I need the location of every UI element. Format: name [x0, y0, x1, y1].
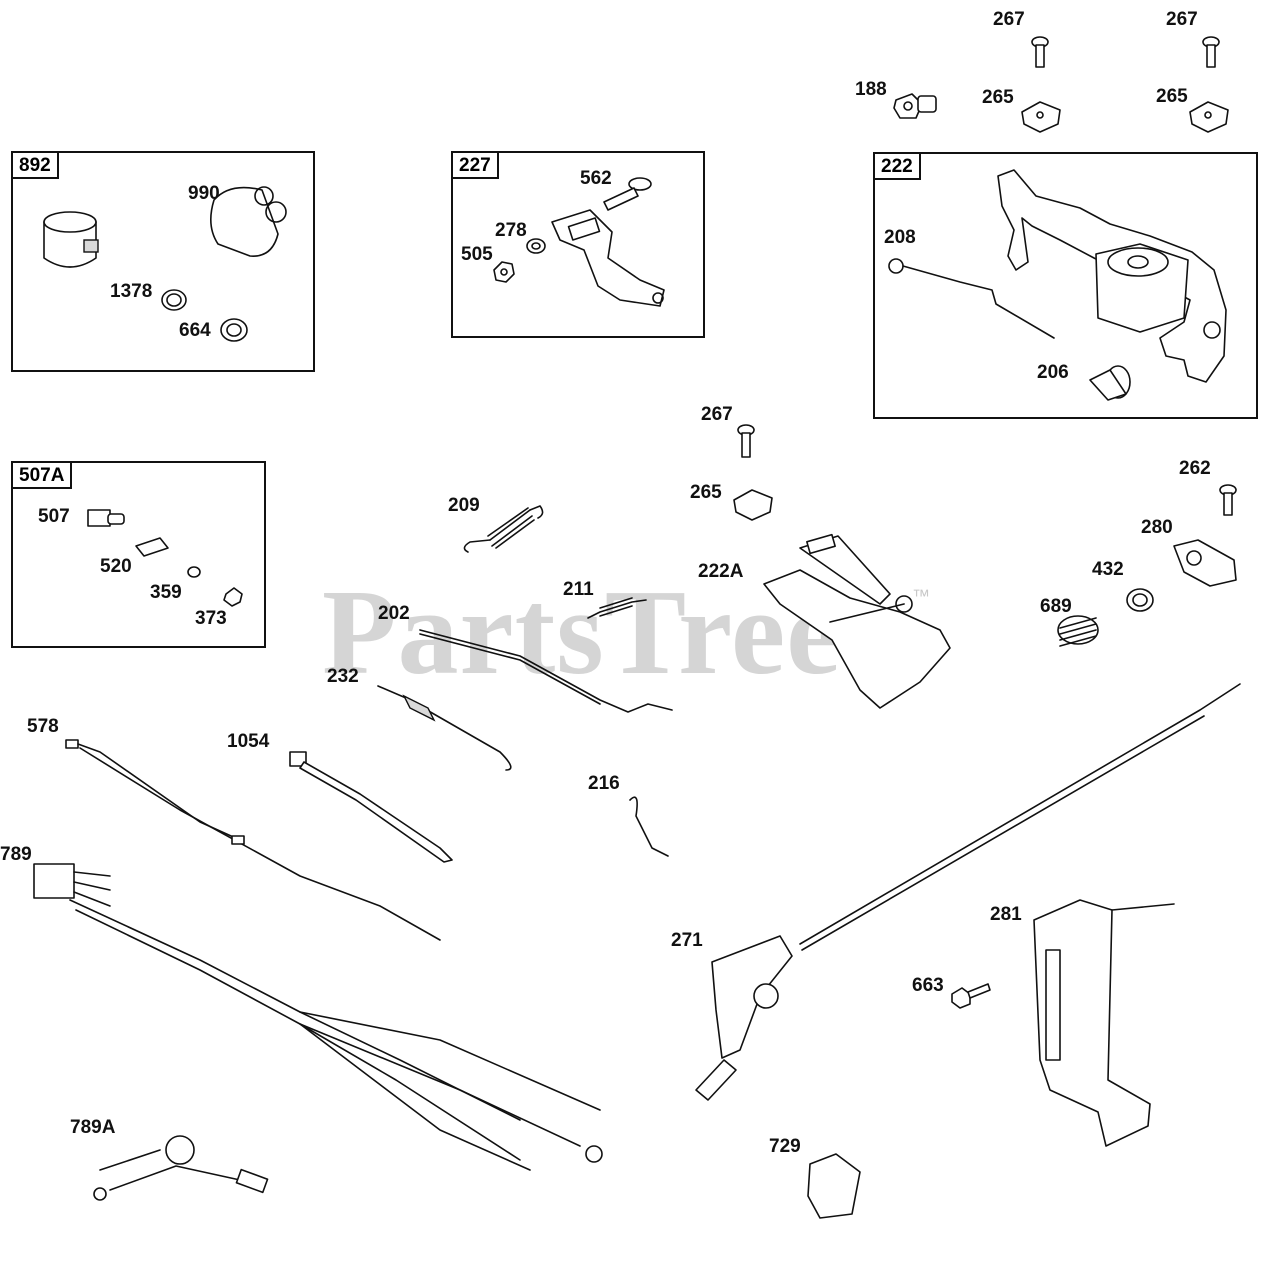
callout-1054: 1054 — [227, 731, 270, 752]
part-1378-washer — [161, 289, 187, 311]
callout-265: 265 — [1156, 86, 1188, 107]
part-1054-cable-tie — [289, 751, 453, 863]
callout-359: 359 — [150, 582, 182, 603]
watermark: PartsTree — [322, 565, 842, 700]
callout-789A: 789A — [70, 1117, 116, 1138]
callout-278: 278 — [495, 220, 527, 241]
callout-206: 206 — [1037, 362, 1069, 383]
callout-1378: 1378 — [110, 281, 153, 302]
part-208-link-rod — [888, 258, 1055, 339]
callout-262: 262 — [1179, 458, 1211, 479]
assembly-label-222: 222 — [873, 152, 921, 180]
assembly-label-227: 227 — [451, 151, 499, 179]
callout-188: 188 — [855, 79, 887, 100]
part-507-switch — [87, 509, 125, 527]
callout-664: 664 — [179, 320, 211, 341]
callout-432: 432 — [1092, 559, 1124, 580]
callout-663: 663 — [912, 975, 944, 996]
part-262-bolt — [1219, 484, 1237, 516]
part-209-spring — [463, 505, 544, 553]
part-267-bolt-a — [1031, 36, 1049, 68]
part-227-bracket — [551, 209, 665, 307]
callout-202: 202 — [378, 603, 410, 624]
callout-689: 689 — [1040, 596, 1072, 617]
callout-209: 209 — [448, 495, 480, 516]
part-664-nut — [220, 318, 248, 342]
part-278-washer — [526, 238, 546, 254]
callout-578: 578 — [27, 716, 59, 737]
part-505-nut — [493, 261, 515, 283]
callout-505: 505 — [461, 244, 493, 265]
part-892-ignition-switch — [43, 211, 99, 268]
callout-789: 789 — [0, 844, 32, 865]
callout-265: 265 — [982, 87, 1014, 108]
assembly-box-507A: 507A — [11, 461, 266, 648]
part-271-throttle-lever-cable — [695, 683, 1241, 1101]
part-432-bushing — [1126, 588, 1154, 612]
part-265-clip-b — [1189, 101, 1229, 133]
part-206-knob — [1089, 365, 1131, 401]
callout-211: 211 — [563, 579, 594, 600]
callout-729: 729 — [769, 1136, 801, 1157]
part-265-clip-a — [1021, 101, 1061, 133]
part-202-governor-rod — [419, 629, 673, 713]
callout-208: 208 — [884, 227, 916, 248]
callout-271: 271 — [671, 930, 703, 951]
assembly-label-507A: 507A — [11, 461, 73, 489]
part-359-washer — [187, 566, 201, 578]
trademark-symbol: ™ — [912, 586, 930, 606]
part-188-nut — [893, 93, 937, 119]
part-729-clip — [807, 1153, 861, 1219]
assembly-box-892: 892 — [11, 151, 315, 372]
part-211-spring — [587, 597, 647, 619]
part-232-spring-rod — [377, 685, 512, 771]
callout-232: 232 — [327, 666, 359, 687]
part-265-clip-c — [733, 489, 773, 521]
part-222A-throttle-control — [763, 533, 951, 709]
part-216-link — [629, 796, 669, 857]
callout-373: 373 — [195, 608, 227, 629]
part-789A-wire — [93, 1135, 269, 1201]
callout-267: 267 — [993, 9, 1025, 30]
part-689-spring — [1057, 615, 1099, 647]
callout-507: 507 — [38, 506, 70, 527]
part-663-bolt — [951, 983, 991, 1009]
part-281-mounting-bracket — [1033, 899, 1175, 1147]
part-267-bolt-b — [1202, 36, 1220, 68]
callout-267: 267 — [1166, 9, 1198, 30]
part-789-wiring-harness — [33, 863, 603, 1171]
callout-280: 280 — [1141, 517, 1173, 538]
callout-265: 265 — [690, 482, 722, 503]
callout-267: 267 — [701, 404, 733, 425]
assembly-label-892: 892 — [11, 151, 59, 179]
part-990-key — [210, 186, 287, 257]
callout-222A: 222A — [698, 561, 744, 582]
callout-990: 990 — [188, 183, 220, 204]
assembly-box-222: 222 — [873, 152, 1258, 419]
part-578-wire — [65, 739, 441, 941]
callout-281: 281 — [990, 904, 1022, 925]
part-222-control-bracket — [997, 169, 1227, 383]
callout-216: 216 — [588, 773, 620, 794]
callout-520: 520 — [100, 556, 132, 577]
part-520-plate — [135, 537, 169, 557]
part-280-bracket — [1173, 539, 1237, 587]
assembly-box-227: 227 — [451, 151, 705, 338]
callout-562: 562 — [580, 168, 612, 189]
part-373-nut — [223, 587, 243, 607]
part-267-bolt-c — [737, 424, 755, 458]
part-562-pin — [603, 177, 652, 211]
